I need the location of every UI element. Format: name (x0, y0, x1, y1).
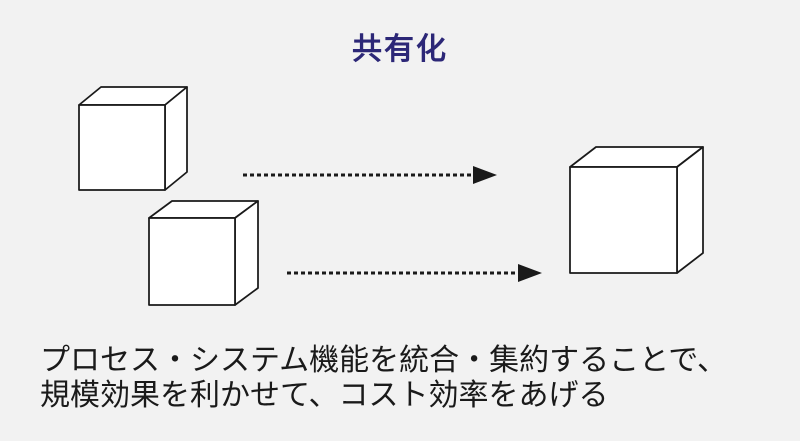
source-cube-2-icon (148, 200, 259, 306)
target-cube-icon (569, 146, 704, 274)
cube-side-face (676, 146, 704, 274)
source-cube-1-icon (78, 86, 188, 191)
description-line-1: プロセス・システム機能を統合・集約することで、 (40, 344, 727, 377)
arrow-top-icon (243, 166, 497, 184)
cube-side-face (164, 86, 188, 191)
cube-front-face (78, 104, 166, 191)
cube-front-face (569, 166, 678, 274)
description-text: プロセス・システム機能を統合・集約することで、 規模効果を利かせて、コスト効率を… (40, 343, 780, 413)
cube-front-face (148, 217, 236, 306)
cube-side-face (234, 200, 259, 306)
description-line-2: 規模効果を利かせて、コスト効率をあげる (40, 379, 609, 412)
arrow-bottom-icon (287, 264, 542, 282)
diagram-title: 共有化 (352, 33, 448, 66)
